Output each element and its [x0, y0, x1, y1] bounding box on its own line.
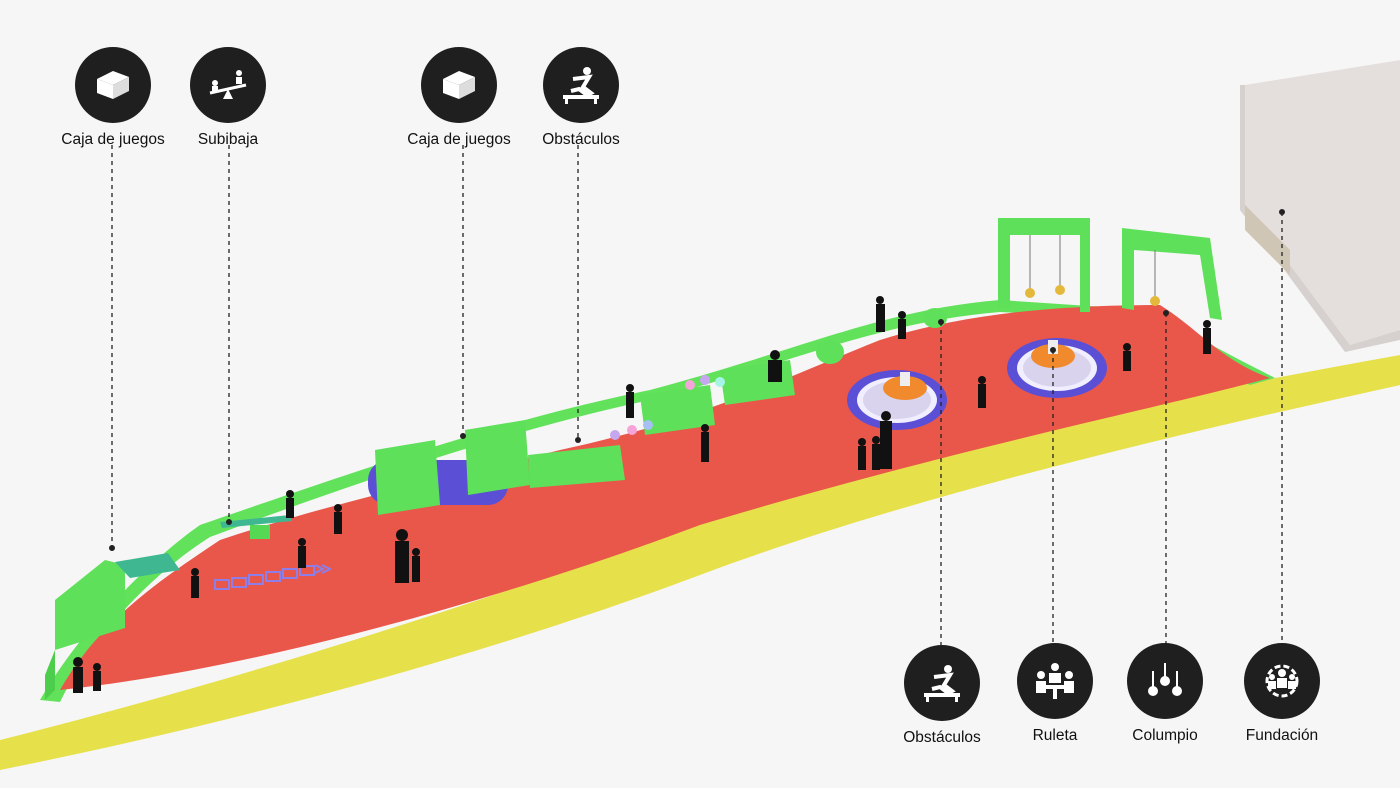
callout-label: Subibaja	[197, 131, 259, 148]
foundation-building	[1240, 60, 1400, 352]
callout-caja-de-juegos-1: Caja de juegos	[38, 47, 188, 149]
obstacle-jump-icon	[543, 47, 619, 123]
swing-frames	[998, 218, 1222, 320]
leader-lines	[111, 145, 1283, 645]
seesaw	[220, 515, 292, 539]
callout-label: Ruleta	[1032, 727, 1078, 744]
box-icon	[421, 47, 497, 123]
entry-stair-box	[45, 553, 180, 700]
roulette-right	[1007, 338, 1107, 398]
callout-columpio: Columpio	[1090, 643, 1240, 745]
callout-label: Columpio	[1132, 727, 1198, 744]
roulette-left	[847, 370, 947, 430]
hopscotch-grid	[214, 564, 333, 590]
swing-icon	[1127, 643, 1203, 719]
roulette-people-icon	[1017, 643, 1093, 719]
foundation-community-icon	[1244, 643, 1320, 719]
people-silhouettes	[73, 296, 1211, 693]
callout-obstaculos-bottom: Obstáculos	[867, 645, 1017, 747]
flower-mushrooms	[610, 375, 725, 440]
callout-obstaculos-top: Obstáculos	[506, 47, 656, 149]
yellow-edge-strip	[0, 355, 1400, 770]
seesaw-icon	[190, 47, 266, 123]
obstacle-jump-icon	[904, 645, 980, 721]
callout-subibaja: Subibaja	[153, 47, 303, 149]
callout-label: Fundación	[1245, 727, 1319, 744]
callout-label: Caja de juegos	[407, 131, 511, 148]
callout-label: Obstáculos	[903, 729, 981, 746]
callout-fundacion: Fundación	[1207, 643, 1357, 745]
callout-label: Obstáculos	[542, 131, 620, 148]
callout-ruleta: Ruleta	[980, 643, 1130, 745]
green-mound	[923, 308, 947, 328]
red-play-path	[60, 305, 1270, 690]
callout-label: Caja de juegos	[61, 131, 165, 148]
leader-dots	[109, 209, 1285, 551]
callout-caja-de-juegos-2: Caja de juegos	[384, 47, 534, 149]
box-icon	[75, 47, 151, 123]
green-mound	[816, 340, 844, 364]
